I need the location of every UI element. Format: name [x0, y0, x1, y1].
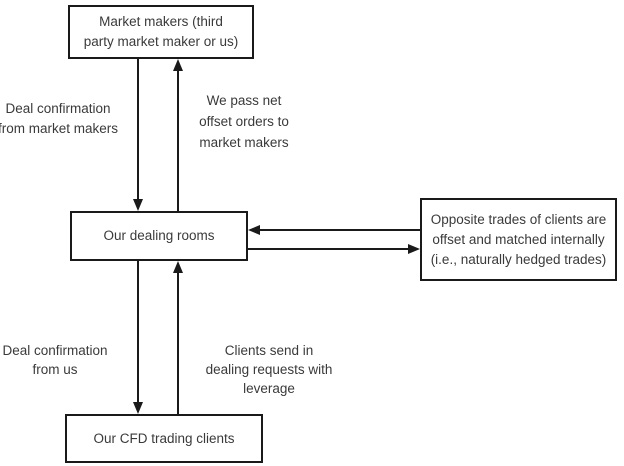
- arrow-market-makers-to-dealing-rooms: [133, 59, 143, 211]
- edge-label-deal-confirmation-from-market-makers: Deal confirmation from market makers: [0, 101, 119, 136]
- dealing-rooms-box: Our dealing rooms: [70, 211, 248, 261]
- cfd-clients-label-line: Our CFD trading clients: [93, 430, 235, 446]
- edge-label-clients-send-requests: Clients send in dealing requests with le…: [205, 343, 333, 396]
- arrow-hedged-trades-to-dealing-rooms: [248, 225, 420, 235]
- arrow-dealing-rooms-to-hedged-trades: [248, 244, 420, 254]
- arrow-cfd-clients-to-dealing-rooms: [173, 261, 183, 414]
- edge-label-pass-net-offset-orders: We pass net offset orders to market make…: [199, 93, 289, 150]
- arrow-dealing-rooms-to-market-makers: [173, 59, 183, 211]
- hedged-trades-label-line: (i.e., naturally hedged trades): [430, 251, 607, 267]
- hedged-trades-label-line: Opposite trades of clients are: [430, 211, 607, 227]
- arrow-dealing-rooms-to-cfd-clients: [133, 261, 143, 414]
- dealing-rooms-label-line: Our dealing rooms: [103, 228, 215, 243]
- market-makers-label-line: party market maker or us): [83, 34, 239, 49]
- hedged-trades-box: Opposite trades of clients are offset an…: [420, 198, 617, 281]
- market-makers-box: Market makers (third party market maker …: [68, 5, 254, 59]
- cfd-clients-box: Our CFD trading clients: [65, 414, 263, 463]
- hedged-trades-label-line: offset and matched internally: [432, 231, 605, 247]
- market-makers-label-line: Market makers (third: [99, 14, 223, 29]
- edge-label-deal-confirmation-from-us: Deal confirmation from us: [2, 343, 108, 377]
